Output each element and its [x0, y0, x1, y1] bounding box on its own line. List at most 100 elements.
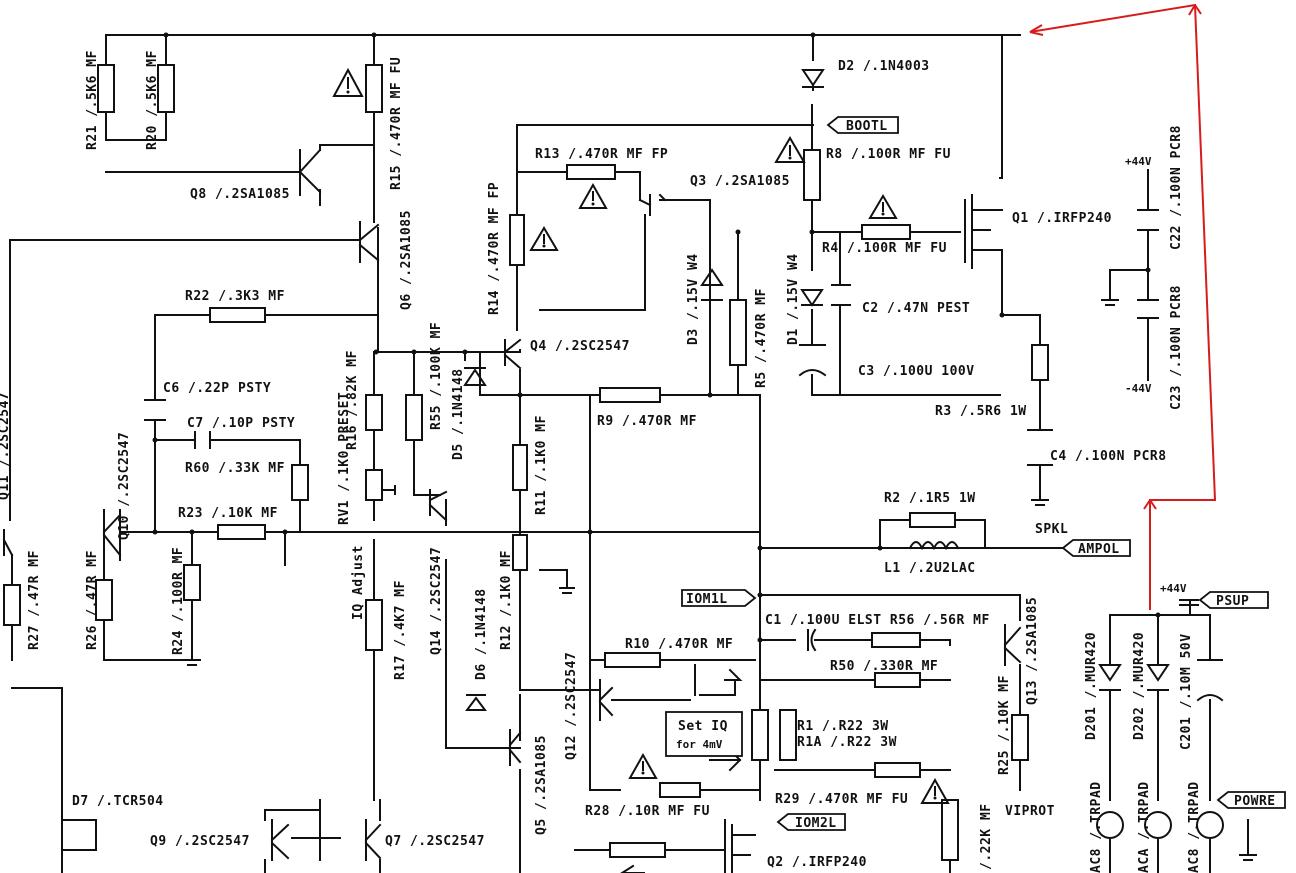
label-plus44v-top: +44V	[1125, 155, 1152, 168]
label-trpad-2: ACA /.TRPAD	[1137, 781, 1152, 873]
net-tags	[665, 116, 1286, 831]
label-plus44v-bottom: +44V	[1160, 582, 1187, 595]
label-r24: R24 /.100R MF	[171, 547, 186, 655]
label-r28: R28 /.10R MF FU	[585, 804, 710, 819]
junction-dots	[152, 32, 1161, 643]
wires	[9, 34, 1249, 873]
label-d7: D7 /.TCR504	[72, 794, 164, 809]
powre-tag	[1216, 791, 1286, 809]
label-d202: D202 /.MUR420	[1132, 632, 1147, 740]
label-r5: R5 /.470R MF	[754, 288, 769, 388]
diodes	[463, 69, 1170, 711]
label-r1a: R1A /.R22 3W	[797, 735, 897, 750]
label-d201: D201 /.MUR420	[1084, 632, 1099, 740]
warning-icon	[920, 777, 950, 804]
transistors	[2, 148, 1022, 873]
label-viprot: VIPROT	[1005, 804, 1055, 819]
label-r26: R26 /.47R MF	[85, 550, 100, 650]
capacitors	[144, 209, 1224, 702]
label-q4: Q4 /.2SC2547	[530, 339, 630, 354]
arrow-head-left	[1029, 24, 1044, 36]
warning-icon	[332, 67, 364, 97]
label-bootl: BOOTL	[846, 119, 888, 134]
label-q7: Q7 /.2SC2547	[385, 834, 485, 849]
ampol-tag	[1061, 539, 1131, 557]
label-r4: R4 /.100R MF FU	[822, 241, 947, 256]
label-q14: Q14 /.2SC2547	[429, 547, 444, 655]
label-q10: Q10 /.2SC2547	[117, 432, 132, 540]
label-r14: R14 /.470R MF FP	[487, 182, 502, 315]
warning-icon	[578, 182, 608, 209]
label-r29: R29 /.470R MF FU	[775, 792, 908, 807]
label-c23: C23 /.100N PCR8	[1169, 285, 1184, 410]
label-r17: R17 /.4K7 MF	[393, 580, 408, 680]
label-q3: Q3 /.2SA1085	[690, 174, 790, 189]
label-r12: R12 /.1K0 MF	[499, 550, 514, 650]
label-c22: C22 /.100N PCR8	[1169, 125, 1184, 250]
label-q12: Q12 /.2SC2547	[564, 652, 579, 760]
label-q5: Q5 /.2SA1085	[534, 735, 549, 835]
label-r21: R21 /.5K6 MF	[85, 50, 100, 150]
label-c4: C4 /.100N PCR8	[1050, 449, 1167, 464]
resistors	[3, 64, 1049, 861]
psup-tag	[1198, 591, 1269, 609]
label-r1: R1 /.R22 3W	[797, 719, 889, 734]
label-d6: D6 /.1N4148	[474, 588, 489, 680]
label-q11: Q11 /.2SC2547	[0, 392, 12, 500]
label-q8: Q8 /.2SA1085	[190, 187, 290, 202]
label-q9: Q9 /.2SC2547	[150, 834, 250, 849]
label-spkl: SPKL	[1035, 522, 1068, 537]
label-c7: C7 /.10P PSTY	[187, 416, 295, 431]
label-ampol: AMPOL	[1078, 542, 1120, 557]
label-r22: R22 /.3K3 MF	[185, 289, 285, 304]
label-c3: C3 /.100U 100V	[858, 364, 975, 379]
misc-symbols	[183, 299, 1257, 861]
warning-icon	[620, 864, 645, 873]
warning-icon	[774, 136, 806, 163]
label-r3: R3 /.5R6 1W	[935, 404, 1027, 419]
label-for-4mv: for 4mV	[676, 738, 723, 751]
label-r25: R25 /.10K MF	[997, 675, 1012, 775]
label-r9: R9 /.470R MF	[597, 414, 697, 429]
bootl-tag	[826, 116, 899, 134]
label-d5: D5 /.1N4148	[451, 368, 466, 460]
label-powre: POWRE	[1234, 794, 1276, 809]
label-c201: C201 /.10M 50V	[1179, 633, 1194, 750]
label-iom2l: IOM2L	[795, 816, 837, 831]
label-r13: R13 /.470R MF FP	[535, 147, 668, 162]
labels: R21 /.5K6 MF R20 /.5K6 MF R15 /.470R MF …	[0, 50, 1276, 873]
label-c1-r56: C1 /.100U ELST R56 /.56R MF	[765, 613, 990, 628]
label-r27: R27 /.47R MF	[27, 550, 42, 650]
label-c6: C6 /.22P PSTY	[163, 381, 271, 396]
arrow-head-bottom	[1143, 499, 1157, 510]
label-r20: R20 /.5K6 MF	[145, 50, 160, 150]
label-c2: C2 /.47N PEST	[862, 301, 970, 316]
warning-icon	[868, 194, 898, 219]
label-r23: R23 /.10K MF	[178, 506, 278, 521]
label-q13: Q13 /.2SA1085	[1025, 597, 1040, 705]
label-q1: Q1 /.IRFP240	[1012, 211, 1112, 226]
label-rv1: RV1 /.1K0 PRESET	[337, 392, 352, 525]
label-q2: Q2 /.IRFP240	[767, 855, 867, 870]
label-r50: R50 /.330R MF	[830, 659, 938, 674]
label-r55: R55 /.100K MF	[429, 322, 444, 430]
warning-icons	[332, 67, 950, 873]
label-trpad-1: AC8 /.TRPAD	[1089, 781, 1104, 873]
warning-icon	[529, 226, 559, 251]
label-q6: Q6 /.2SA1085	[399, 210, 414, 310]
label-d3: D3 /.15V W4	[686, 253, 701, 345]
label-iom1l: IOM1L	[686, 592, 728, 607]
arrow-head-top	[1188, 4, 1202, 16]
label-r10: R10 /.470R MF	[625, 637, 733, 652]
label-psup: PSUP	[1216, 594, 1249, 609]
iom1l-tag	[681, 589, 757, 607]
label-trpad-3: AC8 /.TRPAD	[1187, 781, 1202, 873]
label-d1: D1 /.15V W4	[786, 253, 801, 345]
label-r11: R11 /.1K0 MF	[534, 415, 549, 515]
label-r15: R15 /.470R MF FU	[389, 57, 404, 190]
warning-icon	[628, 752, 658, 779]
label-r8: R8 /.100R MF FU	[826, 147, 951, 162]
red-annotation	[1029, 3, 1217, 610]
